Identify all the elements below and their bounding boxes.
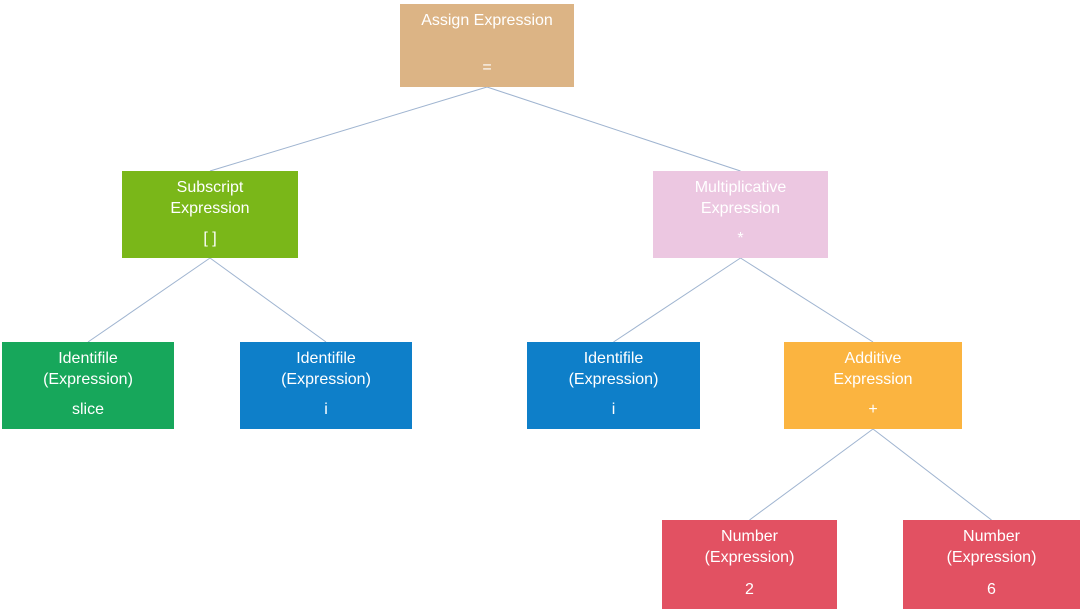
tree-node-ident-slice: Identifile (Expression) slice: [2, 342, 174, 429]
node-title: Identifile (Expression): [568, 350, 659, 388]
tree-node-ident-i-2: Identifile (Expression) i: [527, 342, 700, 429]
edge-assign-multiplicative: [486, 86, 741, 172]
node-value: 6: [987, 581, 996, 598]
tree-node-multiplicative: Multiplicative Expression *: [653, 171, 828, 258]
tree-node-ident-i-1: Identifile (Expression) i: [240, 342, 412, 429]
node-value: =: [482, 59, 492, 76]
tree-node-additive: Additive Expression +: [784, 342, 962, 429]
node-title: Additive Expression: [833, 350, 913, 388]
edge-assign-subscript: [209, 86, 488, 172]
edge-additive-number-6: [872, 428, 992, 521]
node-value: i: [611, 401, 616, 418]
node-value: +: [868, 401, 878, 418]
tree-node-subscript: Subscript Expression [ ]: [122, 171, 298, 258]
tree-node-number-6: Number (Expression) 6: [903, 520, 1080, 609]
node-title: Number (Expression): [704, 528, 795, 566]
node-title: Assign Expression: [421, 12, 553, 29]
edge-subscript-ident-i-1: [209, 257, 327, 343]
node-value: 2: [745, 581, 754, 598]
node-value: *: [737, 230, 744, 247]
node-title: Subscript Expression: [170, 179, 250, 217]
edge-multiplicative-ident-i-2: [613, 257, 741, 343]
node-value: i: [324, 401, 328, 418]
edge-additive-number-2: [749, 428, 874, 521]
node-value: [ ]: [203, 230, 217, 247]
node-value: slice: [71, 401, 104, 418]
node-title: Number (Expression): [946, 528, 1037, 566]
node-title: Identifile (Expression): [281, 350, 371, 388]
tree-node-number-2: Number (Expression) 2: [662, 520, 837, 609]
edge-multiplicative-additive: [740, 257, 874, 343]
node-title: Multiplicative Expression: [694, 179, 787, 217]
tree-node-assign: Assign Expression =: [400, 4, 574, 87]
edge-subscript-ident-slice: [87, 257, 211, 343]
node-title: Identifile (Expression): [43, 350, 133, 388]
